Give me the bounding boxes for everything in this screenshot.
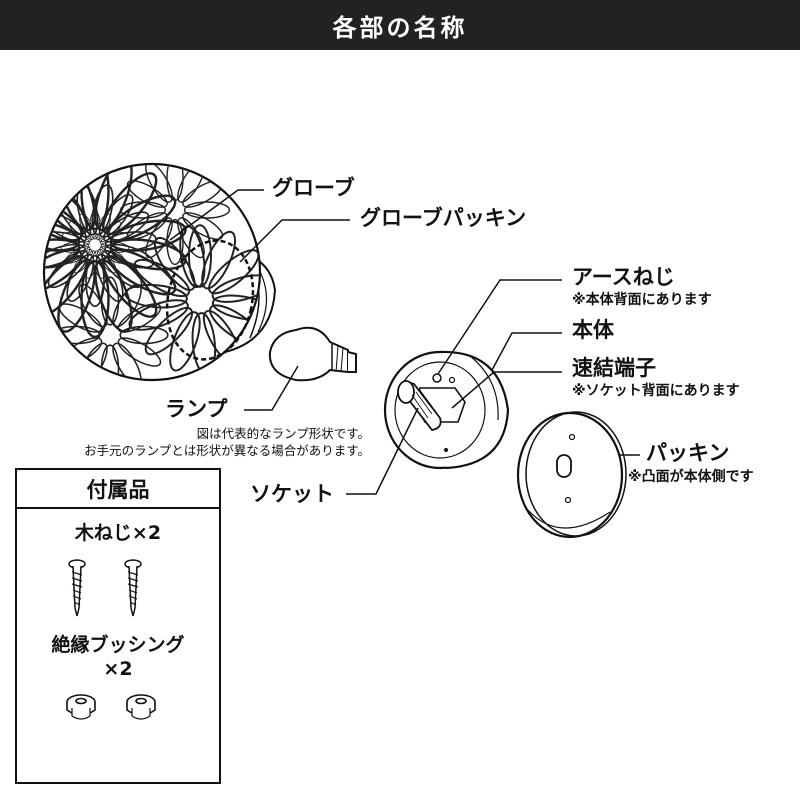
leader-body — [491, 332, 562, 371]
lamp-note-line1: 図は代表的なランプ形状です。 — [196, 426, 370, 441]
bushing-label-line1: 絶縁ブッシング — [51, 634, 185, 656]
label-connector: 速結端子 — [572, 356, 656, 380]
note-packing: ※凸面が本体側です — [628, 469, 754, 485]
lamp-note: 図は代表的なランプ形状です。 お手元のランプとは形状が異なる場合があります。 — [84, 426, 370, 460]
note-connector: ※ソケット背面にあります — [572, 383, 740, 399]
lamp-note-line2: お手元のランプとは形状が異なる場合があります。 — [84, 442, 370, 458]
accessories-box: 付属品 木ねじ×2 絶縁ブッシング ×2 — [15, 468, 221, 784]
label-earth-screw: アースねじ — [572, 265, 675, 289]
leader-globe-packing — [239, 219, 350, 263]
accessories-title: 付属品 — [17, 470, 219, 509]
insulating-bushing-icon — [66, 694, 156, 720]
page-title: 各部の名称 — [0, 0, 800, 50]
label-globe-packing: グローブパッキン — [360, 206, 527, 230]
label-body: 本体 — [572, 318, 614, 342]
leader-lines — [169, 189, 640, 495]
label-packing: パッキン — [646, 441, 730, 465]
leader-socket — [346, 407, 419, 495]
wood-screw-icon — [68, 559, 142, 617]
socket-body-icon — [383, 350, 510, 470]
leader-connector — [451, 371, 562, 409]
bushing-label-line2: ×2 — [103, 658, 133, 680]
label-socket: ソケット — [250, 482, 334, 506]
label-globe: グローブ — [272, 176, 355, 200]
globe-icon — [42, 162, 277, 382]
packing-plate-icon — [516, 411, 627, 539]
lamp-bulb-icon — [268, 326, 357, 382]
screws-label: 木ねじ×2 — [74, 522, 162, 544]
label-lamp: ランプ — [165, 397, 228, 421]
leader-globe — [169, 189, 264, 241]
leader-earth-screw — [437, 279, 562, 375]
leader-lamp — [244, 365, 299, 411]
note-earth-screw: ※本体背面にあります — [572, 292, 712, 308]
